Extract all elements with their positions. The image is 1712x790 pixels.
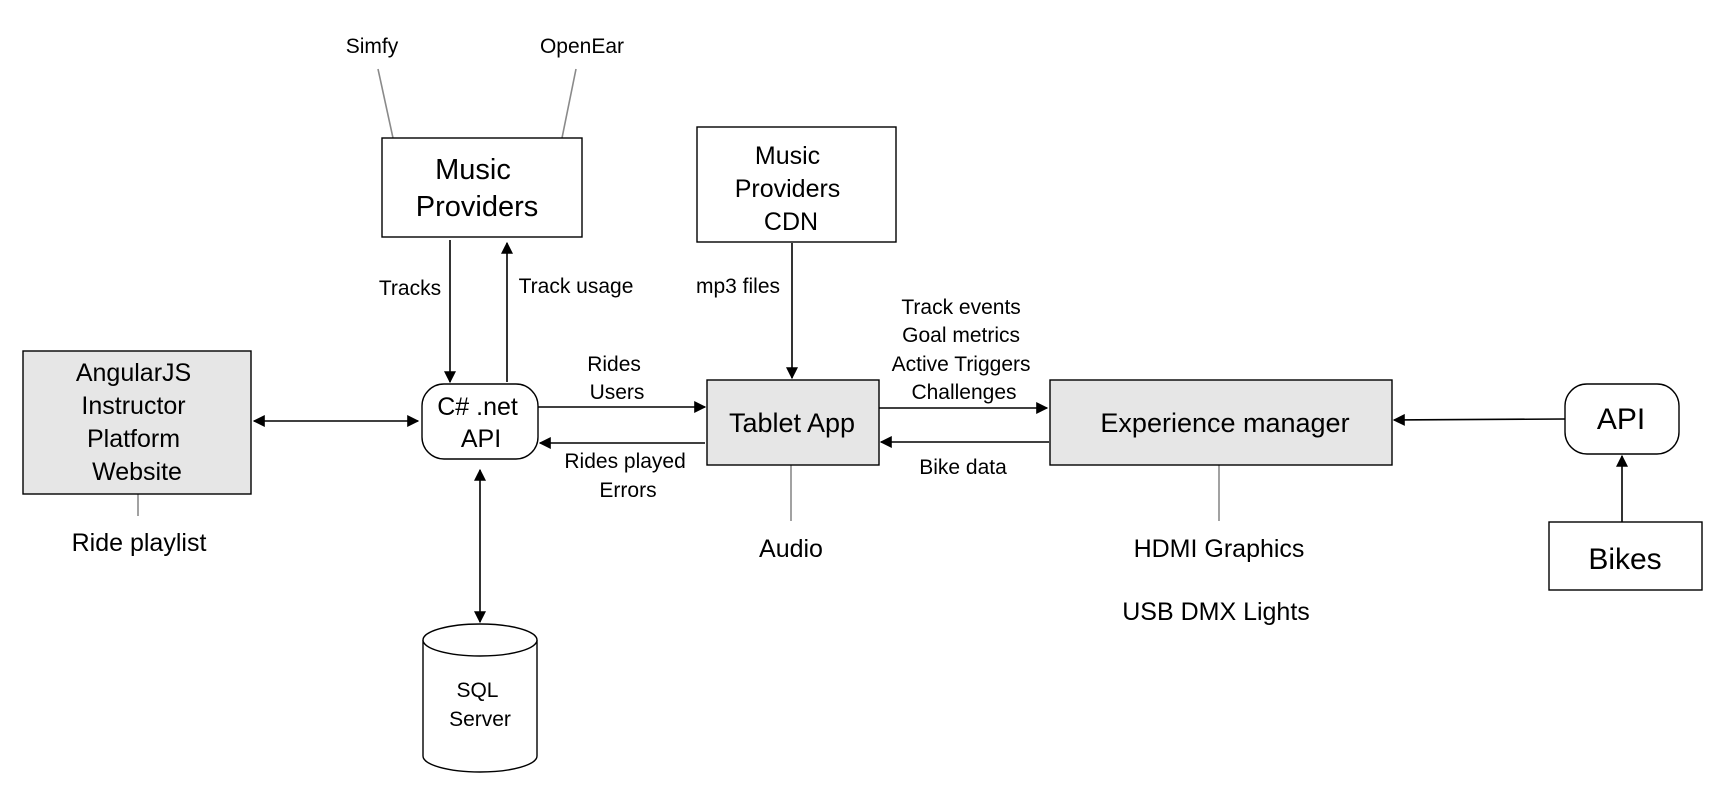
external-api-label: API [1597,403,1645,436]
sql-server-label: SQL Server [449,679,511,731]
bike-data-edge-label: Bike data [919,456,1007,479]
csharp-api-label: C# .net API [437,393,525,453]
music-providers-cdn-box [696,126,897,243]
openear-label: OpenEar [540,35,624,58]
simfy-label: Simfy [346,35,399,58]
rides-played-edge-label: Rides played Errors [564,450,691,502]
usb-dmx-lights-label: USB DMX Lights [1122,598,1310,626]
openear-connector [561,68,577,139]
csharp-api-shape [421,383,539,460]
bikes-label: Bikes [1588,543,1661,576]
track-events-edge-label: Track events Goal metrics Active Trigger… [892,296,1037,404]
hdmi-graphics-label: HDMI Graphics [1134,535,1305,563]
mp3-files-edge-label: mp3 files [696,275,780,298]
experience-manager-box [1049,379,1393,466]
tablet-app-box [706,379,880,466]
tracks-edge-label: Tracks [379,277,441,300]
simfy-connector [377,68,394,139]
audio-label: Audio [759,535,823,563]
angularjs-platform-box [22,350,252,495]
ride-playlist-label: Ride playlist [72,529,207,557]
music-providers-label: Music Providers [416,154,539,223]
external-api-shape [1564,383,1680,455]
music-providers-cdn-label: Music Providers CDN [735,142,848,236]
edge-api-experience [1392,413,1566,426]
experience-manager-label: Experience manager [1100,408,1349,438]
angularjs-label: AngularJS Instructor Platform Website [76,359,198,486]
tablet-app-label: Tablet App [729,408,855,438]
music-providers-box [381,137,583,238]
rides-users-edge-label: Rides Users [587,353,647,404]
bikes-box [1548,521,1703,591]
sql-server-cylinder [422,623,538,773]
track-usage-edge-label: Track usage [519,275,634,298]
